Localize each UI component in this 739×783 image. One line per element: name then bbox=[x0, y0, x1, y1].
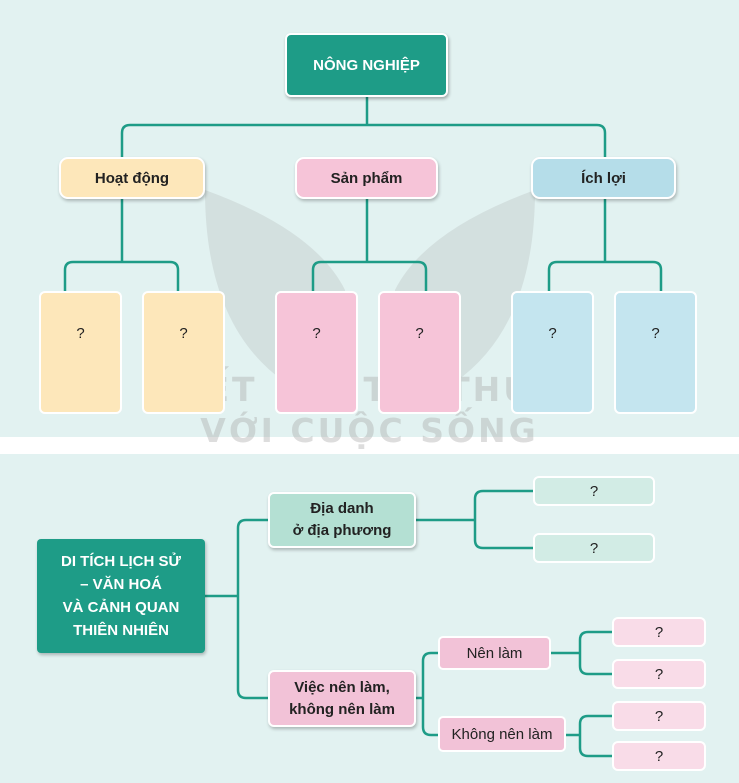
branch-line-2: ở địa phương bbox=[292, 522, 392, 539]
placeholder-question: ? bbox=[312, 325, 321, 342]
root-line-2: – VĂN HOÁ bbox=[80, 576, 162, 593]
category-products: Sản phẩm bbox=[295, 157, 438, 199]
branch-line-1: Địa danh bbox=[310, 500, 374, 517]
category-activities: Hoạt động bbox=[59, 157, 205, 199]
placeholder-question: ? bbox=[415, 325, 424, 342]
product-card-1: ? bbox=[275, 291, 358, 414]
root-line-4: THIÊN NHIÊN bbox=[73, 622, 169, 639]
branch-line-2: không nên làm bbox=[289, 700, 395, 718]
root-node-label: NÔNG NGHIỆP bbox=[313, 56, 420, 74]
connector-san-pham-children bbox=[311, 199, 428, 291]
placeholder-question: ? bbox=[654, 747, 664, 765]
branch-line-1: Việc nên làm, bbox=[294, 678, 390, 696]
activity-card-2: ? bbox=[142, 291, 225, 414]
placeholder-question: ? bbox=[654, 707, 664, 725]
connector-should-children bbox=[551, 630, 612, 676]
should-answer-box-1: ? bbox=[612, 617, 706, 647]
watermark-text-line2: VỚI CUỘC SỐNG bbox=[200, 411, 539, 450]
placeholder-question: ? bbox=[589, 539, 599, 557]
node-label: Không nên làm bbox=[451, 725, 553, 743]
category-benefits: Ích lợi bbox=[531, 157, 676, 199]
node-label: Nên làm bbox=[466, 644, 523, 662]
place-answer-box-2: ? bbox=[533, 533, 655, 563]
root-line-3: VÀ CẢNH QUAN bbox=[62, 599, 180, 616]
activity-card-1: ? bbox=[39, 291, 122, 414]
placeholder-question: ? bbox=[651, 325, 660, 342]
root-line-1: DI TÍCH LỊCH SỬ bbox=[61, 553, 181, 570]
benefit-card-1: ? bbox=[511, 291, 594, 414]
should-not-answer-box-1: ? bbox=[612, 701, 706, 731]
category-label: Ích lợi bbox=[581, 169, 626, 187]
node-should-do: Nên làm bbox=[438, 636, 551, 670]
placeholder-question: ? bbox=[654, 665, 664, 683]
connector-hoat-dong-children bbox=[63, 199, 180, 291]
placeholder-question: ? bbox=[179, 325, 188, 342]
connector-ich-loi-children bbox=[547, 199, 663, 291]
branch-local-places: Địa danh ở địa phương bbox=[268, 492, 416, 548]
connector-actions-children bbox=[416, 651, 438, 737]
placeholder-question: ? bbox=[589, 482, 599, 500]
watermark-text-line1: KẾT NỐI TRI THỨC bbox=[177, 370, 562, 409]
category-label: Sản phẩm bbox=[330, 169, 403, 187]
placeholder-question: ? bbox=[654, 623, 664, 641]
should-not-answer-box-2: ? bbox=[612, 741, 706, 771]
category-label: Hoạt động bbox=[94, 169, 170, 187]
place-answer-box-1: ? bbox=[533, 476, 655, 506]
connector-root-to-categories bbox=[120, 97, 607, 157]
connector-root-to-branches bbox=[205, 518, 268, 700]
should-answer-box-2: ? bbox=[612, 659, 706, 689]
root-node-agriculture: NÔNG NGHIỆP bbox=[285, 33, 448, 97]
connector-should-not-children bbox=[566, 714, 612, 758]
connector-place-children bbox=[416, 489, 533, 550]
product-card-2: ? bbox=[378, 291, 461, 414]
placeholder-question: ? bbox=[76, 325, 85, 342]
placeholder-question: ? bbox=[548, 325, 557, 342]
benefit-card-2: ? bbox=[614, 291, 697, 414]
root-node-heritage: DI TÍCH LỊCH SỬ – VĂN HOÁ VÀ CẢNH QUAN T… bbox=[37, 539, 205, 653]
branch-dos-and-donts: Việc nên làm, không nên làm bbox=[268, 670, 416, 727]
node-should-not-do: Không nên làm bbox=[438, 716, 566, 752]
